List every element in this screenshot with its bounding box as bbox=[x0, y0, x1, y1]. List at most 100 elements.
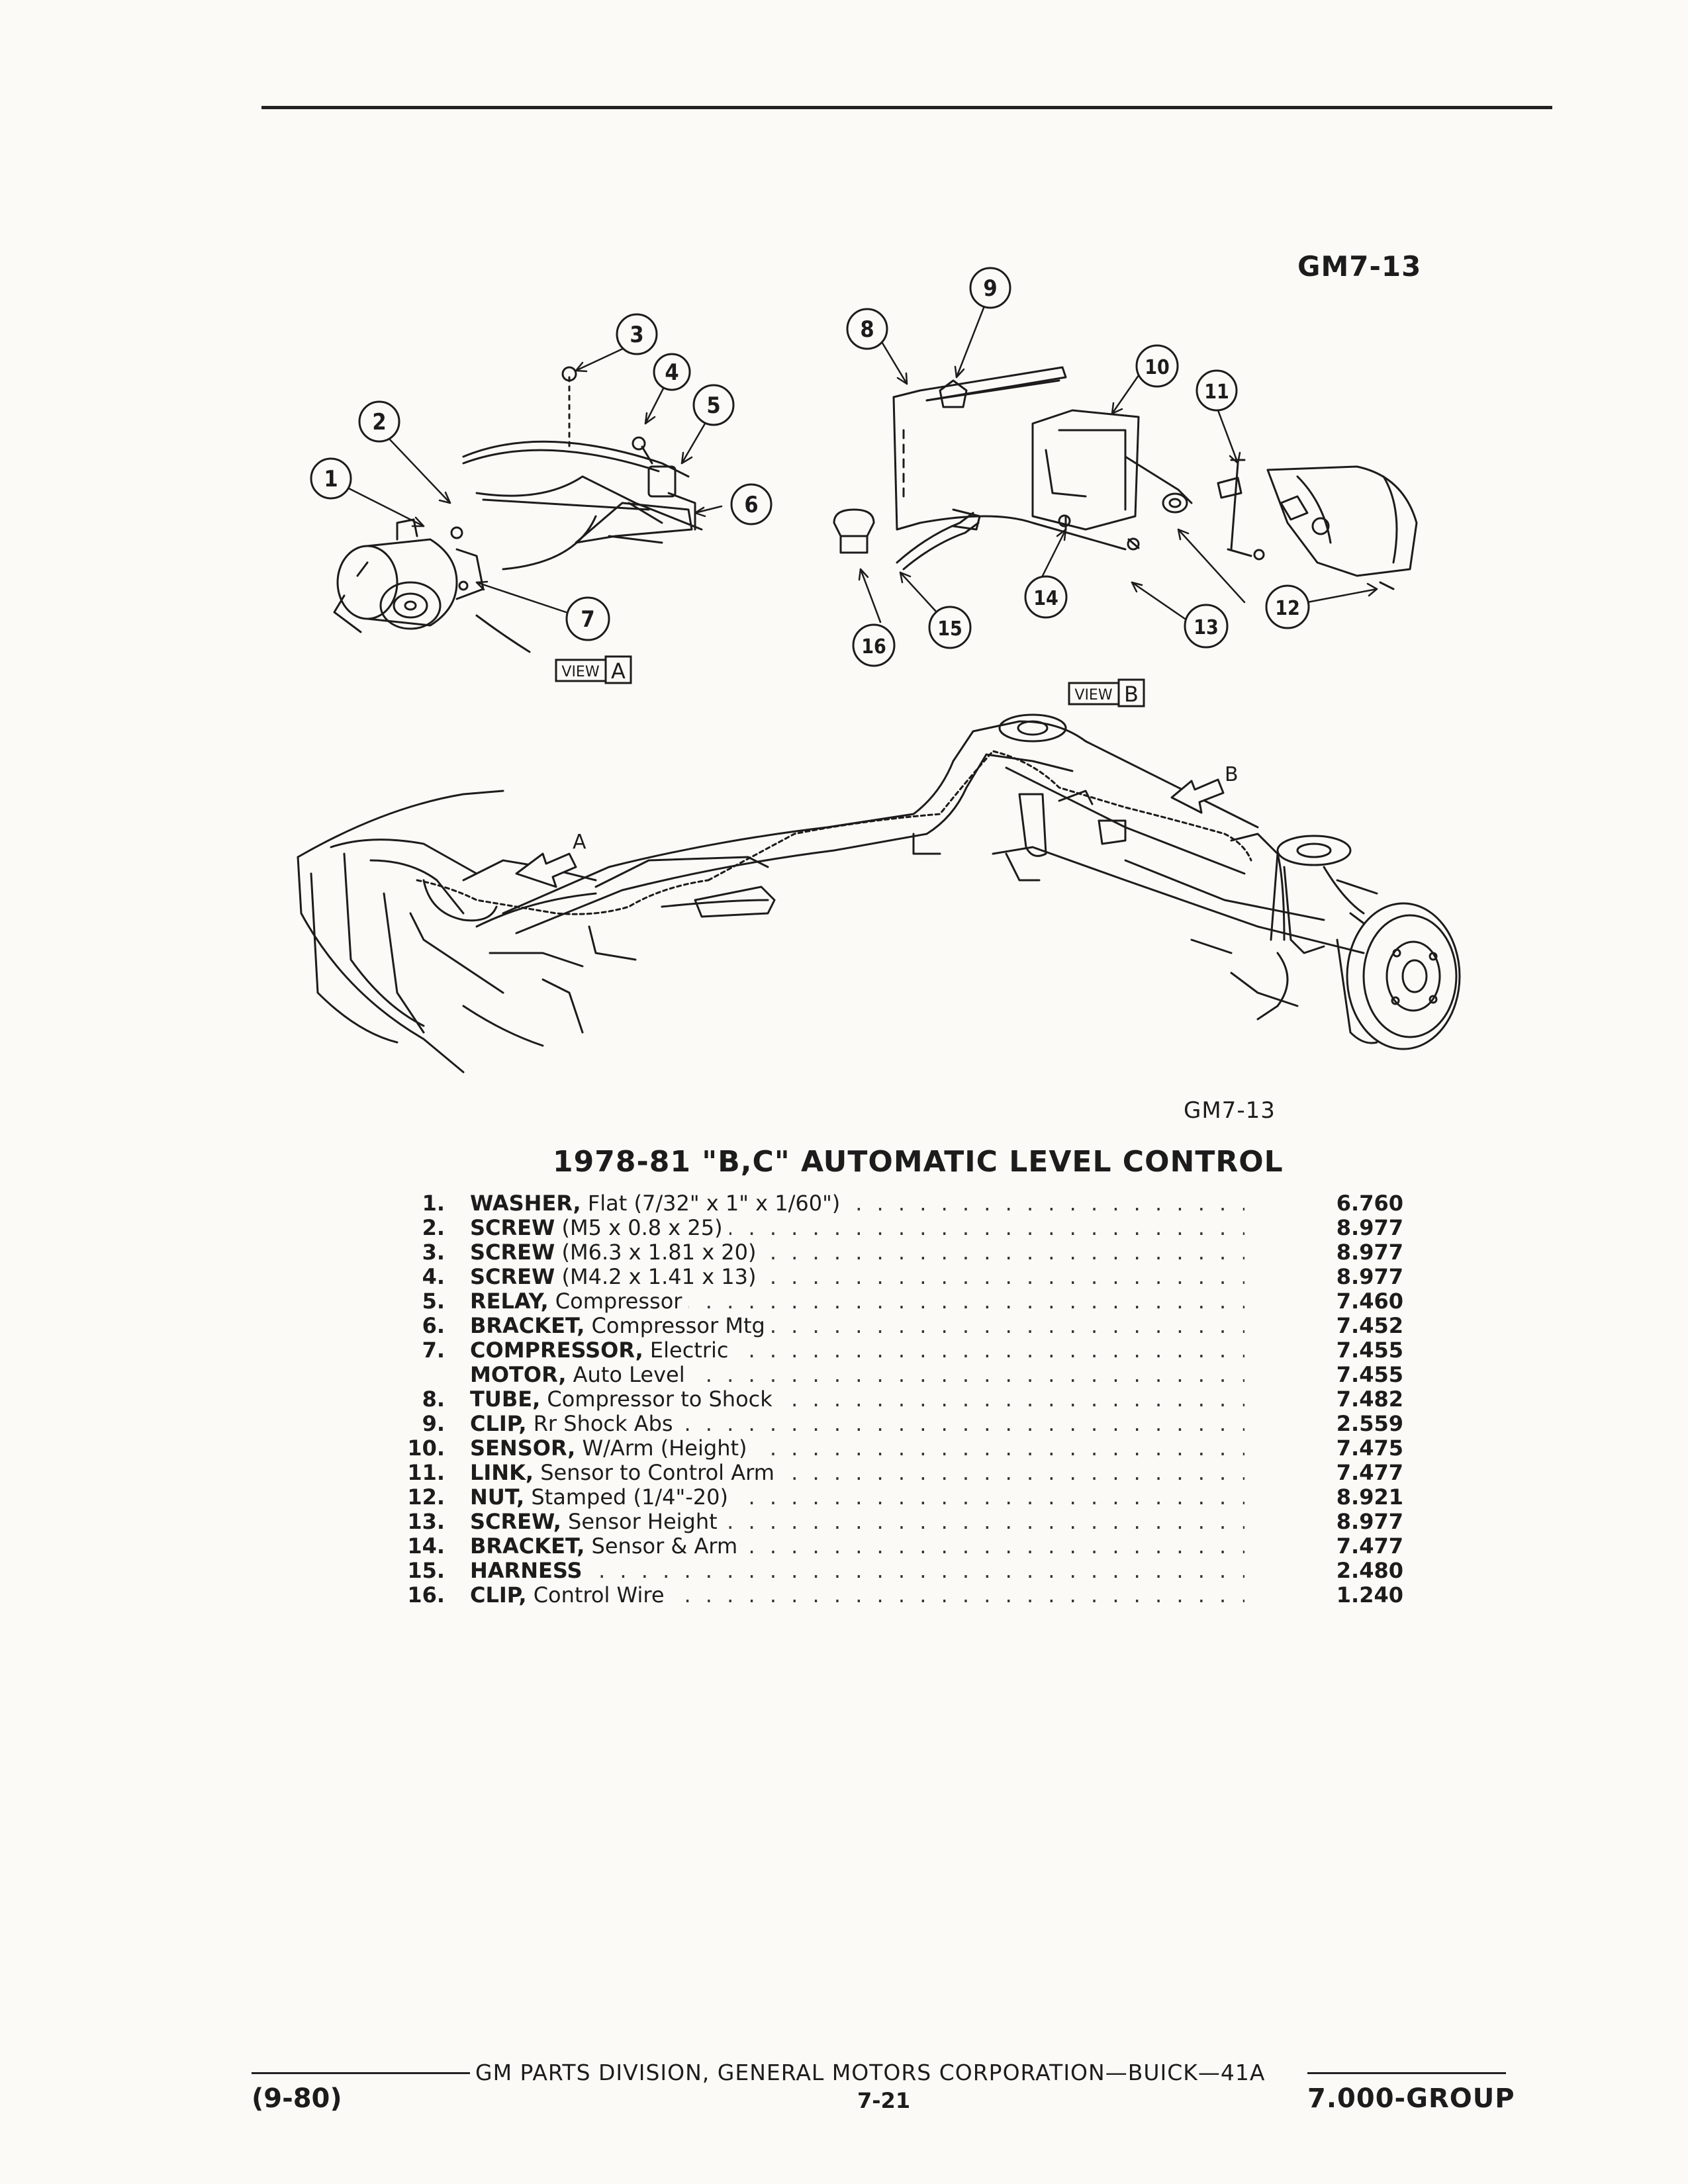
part-detail: Compressor to Shock bbox=[547, 1387, 773, 1412]
part-description: WASHER, Flat (7/32" x 1" x 1/60") bbox=[470, 1191, 847, 1216]
view-a-label bbox=[555, 655, 632, 684]
callout-label: 14 bbox=[1033, 587, 1058, 610]
part-description: CLIP, Rr Shock Abs bbox=[470, 1412, 680, 1436]
callout-16 bbox=[852, 623, 896, 667]
part-name: SCREW, bbox=[470, 1509, 561, 1534]
part-number: 14. bbox=[407, 1533, 445, 1559]
part-number: 12. bbox=[407, 1484, 445, 1510]
callout-3 bbox=[616, 313, 658, 355]
figure-code-bottom: GM7-13 bbox=[1184, 1097, 1276, 1124]
part-name: SCREW bbox=[470, 1240, 555, 1265]
callout-label: 11 bbox=[1204, 381, 1229, 404]
callout-label: 6 bbox=[744, 492, 758, 518]
part-group-code: 7.460 bbox=[1336, 1289, 1403, 1314]
callout-5 bbox=[692, 384, 735, 426]
part-number: 9. bbox=[422, 1411, 445, 1436]
part-name: SENSOR, bbox=[470, 1435, 576, 1461]
part-row: 10.. . . . . . . . . . . . . . . . . . .… bbox=[371, 1436, 1403, 1461]
callout-9 bbox=[969, 267, 1011, 309]
part-detail: W/Arm (Height) bbox=[582, 1435, 747, 1461]
callout-label: 15 bbox=[937, 617, 962, 641]
part-name: TUBE, bbox=[470, 1387, 541, 1412]
callout-label: 5 bbox=[706, 392, 720, 419]
figure-code-top: GM7-13 bbox=[1297, 250, 1422, 283]
view-b-letter: B bbox=[1124, 682, 1139, 707]
part-number: 7. bbox=[422, 1338, 445, 1363]
part-detail: (M6.3 x 1.81 x 20) bbox=[561, 1240, 757, 1265]
callout-label: 2 bbox=[372, 409, 386, 435]
callout-label: 3 bbox=[630, 322, 643, 348]
callout-1 bbox=[310, 457, 352, 500]
part-description: SCREW, Sensor Height bbox=[470, 1510, 724, 1534]
top-rule bbox=[261, 106, 1552, 109]
part-description: SCREW (M5 x 0.8 x 25) bbox=[470, 1216, 729, 1240]
part-name: COMPRESSOR, bbox=[470, 1338, 643, 1363]
part-group-code: 7.455 bbox=[1336, 1338, 1403, 1363]
part-group-code: 8.977 bbox=[1336, 1215, 1403, 1240]
part-row: 3.. . . . . . . . . . . . . . . . . . . … bbox=[371, 1240, 1403, 1265]
part-row: 5.. . . . . . . . . . . . . . . . . . . … bbox=[371, 1289, 1403, 1314]
part-row: 14.. . . . . . . . . . . . . . . . . . .… bbox=[371, 1534, 1403, 1559]
callout-11 bbox=[1196, 369, 1238, 412]
callout-label: 4 bbox=[665, 359, 679, 386]
view-a-drawing bbox=[333, 366, 703, 653]
part-detail: Sensor & Arm bbox=[591, 1533, 738, 1559]
view-a-box-text: VIEW bbox=[561, 664, 599, 680]
part-description: CLIP, Control Wire bbox=[470, 1583, 671, 1608]
part-group-code: 8.921 bbox=[1336, 1484, 1403, 1510]
callout-4 bbox=[653, 353, 691, 391]
part-row: 15.. . . . . . . . . . . . . . . . . . .… bbox=[371, 1559, 1403, 1583]
part-name: CLIP, bbox=[470, 1411, 527, 1436]
view-b-box-text: VIEW bbox=[1074, 687, 1112, 704]
callout-label: 1 bbox=[324, 466, 338, 492]
part-group-code: 8.977 bbox=[1336, 1509, 1403, 1534]
callout-label: 16 bbox=[861, 635, 886, 659]
footer-date: (9-80) bbox=[252, 2083, 342, 2114]
page-title: 1978-81 "B,C" AUTOMATIC LEVEL CONTROL bbox=[553, 1145, 1284, 1179]
callout-10 bbox=[1135, 344, 1179, 388]
part-number: 2. bbox=[422, 1215, 445, 1240]
part-group-code: 6.760 bbox=[1336, 1191, 1403, 1216]
part-group-code: 7.455 bbox=[1336, 1362, 1403, 1387]
part-number: 1. bbox=[422, 1191, 445, 1216]
callout-label: 7 bbox=[581, 606, 594, 633]
part-description: LINK, Sensor to Control Arm bbox=[470, 1461, 781, 1485]
parts-illustration: 1 2 3 4 5 6 7 8 9 10 11 12 13 14 15 16 V… bbox=[297, 267, 1461, 1073]
part-group-code: 2.480 bbox=[1336, 1558, 1403, 1583]
part-description: MOTOR, Auto Level bbox=[470, 1363, 692, 1387]
part-number: 4. bbox=[422, 1264, 445, 1289]
part-number: 3. bbox=[422, 1240, 445, 1265]
view-b-drawing bbox=[833, 366, 1418, 590]
part-number: 11. bbox=[407, 1460, 445, 1485]
part-name: WASHER, bbox=[470, 1191, 581, 1216]
callout-13 bbox=[1184, 604, 1229, 649]
part-name: SCREW bbox=[470, 1264, 555, 1289]
part-group-code: 7.452 bbox=[1336, 1313, 1403, 1338]
part-number: 6. bbox=[422, 1313, 445, 1338]
part-description: COMPRESSOR, Electric bbox=[470, 1338, 735, 1363]
part-row: 13.. . . . . . . . . . . . . . . . . . .… bbox=[371, 1510, 1403, 1534]
footer-rule-left bbox=[252, 2072, 470, 2074]
callout-8 bbox=[846, 308, 888, 350]
part-group-code: 7.477 bbox=[1336, 1460, 1403, 1485]
part-number: 15. bbox=[407, 1558, 445, 1583]
part-name: RELAY, bbox=[470, 1289, 549, 1314]
part-row: 8.. . . . . . . . . . . . . . . . . . . … bbox=[371, 1387, 1403, 1412]
part-description: SCREW (M4.2 x 1.41 x 13) bbox=[470, 1265, 763, 1289]
part-group-code: 8.977 bbox=[1336, 1264, 1403, 1289]
part-group-code: 7.475 bbox=[1336, 1435, 1403, 1461]
part-group-code: 7.477 bbox=[1336, 1533, 1403, 1559]
part-description: NUT, Stamped (1/4"-20) bbox=[470, 1485, 735, 1510]
part-number: 8. bbox=[422, 1387, 445, 1412]
part-detail: Electric bbox=[649, 1338, 729, 1363]
part-number: 5. bbox=[422, 1289, 445, 1314]
part-group-code: 8.977 bbox=[1336, 1240, 1403, 1265]
footer-group: 7.000-GROUP bbox=[1307, 2083, 1515, 2114]
part-name: CLIP, bbox=[470, 1582, 527, 1608]
part-name: LINK, bbox=[470, 1460, 534, 1485]
part-row: 12.. . . . . . . . . . . . . . . . . . .… bbox=[371, 1485, 1403, 1510]
part-row: 1.. . . . . . . . . . . . . . . . . . . … bbox=[371, 1191, 1403, 1216]
part-row: 6.. . . . . . . . . . . . . . . . . . . … bbox=[371, 1314, 1403, 1338]
part-row: 7.. . . . . . . . . . . . . . . . . . . … bbox=[371, 1338, 1403, 1363]
arrow-letter-a: A bbox=[573, 831, 586, 854]
